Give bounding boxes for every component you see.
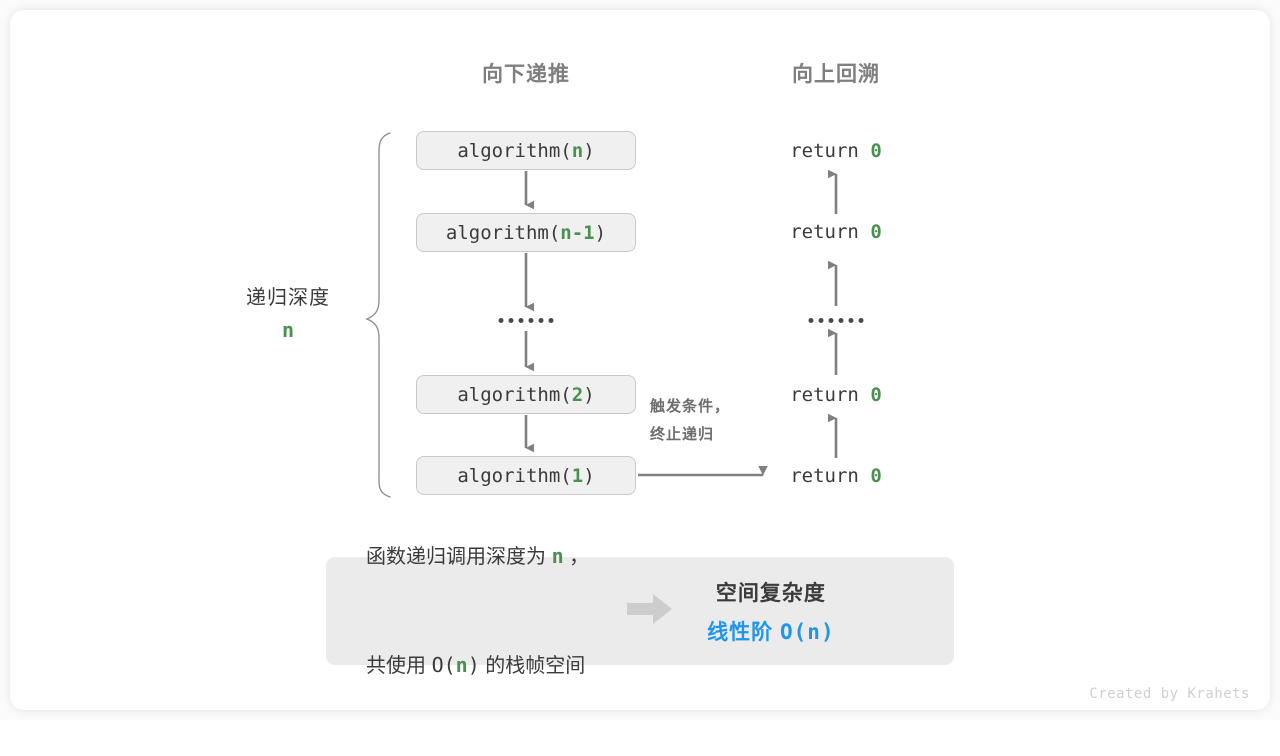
block-arrow-right-icon bbox=[627, 593, 673, 630]
summary-line1-suffix: ， bbox=[563, 546, 590, 568]
call-box-n-arg: n bbox=[571, 139, 584, 162]
return-value-4: 0 bbox=[870, 465, 882, 487]
call-box-n-minus-1: algorithm(n-1) bbox=[416, 213, 636, 252]
call-box-1-arg: 1 bbox=[571, 464, 584, 487]
call-box-2-close: ) bbox=[583, 383, 595, 406]
summary-description-line2: 共使用 O(n) 的栈帧空间 bbox=[366, 647, 589, 684]
return-value-1: 0 bbox=[870, 140, 882, 162]
summary-line2-variable: n bbox=[455, 653, 468, 677]
credit-text: Created by Krahets bbox=[1089, 686, 1250, 702]
return-keyword-4: return bbox=[790, 465, 871, 487]
summary-line2-suffix: 的栈帧空间 bbox=[479, 655, 586, 677]
return-value-2: 0 bbox=[870, 221, 882, 243]
call-box-n-minus-1-name: algorithm( bbox=[445, 221, 561, 244]
call-box-2-arg: 2 bbox=[571, 383, 584, 406]
call-box-n-close: ) bbox=[583, 139, 595, 162]
summary-description: 函数递归调用深度为 n ， 共使用 O(n) 的栈帧空间 bbox=[366, 466, 589, 756]
column-header-return-up: 向上回溯 bbox=[792, 63, 880, 86]
termination-condition-line1: 触发条件， bbox=[650, 398, 731, 415]
return-label-1: return 0 bbox=[790, 140, 882, 162]
summary-line1-prefix: 函数递归调用深度为 bbox=[366, 546, 552, 568]
return-label-3: return 0 bbox=[790, 384, 882, 406]
recursion-depth-text: 递归深度 bbox=[246, 287, 330, 309]
ellipsis-dots-right bbox=[808, 318, 864, 323]
call-box-1-close: ) bbox=[583, 464, 595, 487]
column-header-recurse-down: 向下递推 bbox=[482, 63, 570, 86]
summary-line1-variable: n bbox=[551, 544, 564, 568]
ellipsis-dots-left bbox=[498, 318, 554, 323]
termination-condition-line2: 终止递归 bbox=[650, 426, 715, 443]
return-label-2: return 0 bbox=[790, 221, 882, 243]
call-box-n-name: algorithm( bbox=[457, 139, 572, 162]
call-box-2: algorithm(2) bbox=[416, 375, 636, 414]
call-box-n: algorithm(n) bbox=[416, 131, 636, 170]
summary-result: 空间复杂度 线性阶 O(n) bbox=[707, 577, 834, 646]
call-box-2-name: algorithm( bbox=[457, 383, 572, 406]
summary-line2-prefix: 共使用 bbox=[366, 655, 432, 677]
return-value-3: 0 bbox=[870, 384, 882, 406]
summary-description-line1: 函数递归调用深度为 n ， bbox=[366, 538, 589, 575]
summary-result-bigo: O(n) bbox=[780, 619, 835, 644]
return-keyword-3: return bbox=[790, 384, 871, 406]
call-box-1: algorithm(1) bbox=[416, 456, 636, 495]
recursion-depth-variable: n bbox=[281, 318, 295, 342]
summary-panel: 函数递归调用深度为 n ， 共使用 O(n) 的栈帧空间 空间复杂度 线性阶 O… bbox=[326, 544, 954, 677]
return-keyword-1: return bbox=[790, 140, 871, 162]
call-box-1-name: algorithm( bbox=[457, 464, 572, 487]
recursion-depth-label: 递归深度 n bbox=[246, 281, 330, 342]
call-box-n-minus-1-arg: n-1 bbox=[560, 221, 595, 244]
diagram-canvas: 向下递推 向上回溯 递归深度 n algorithm(n) algorithm(… bbox=[246, 63, 1250, 702]
summary-result-title: 空间复杂度 bbox=[715, 581, 826, 605]
termination-condition-note: 触发条件， 终止递归 bbox=[650, 393, 730, 449]
call-box-n-minus-1-close: ) bbox=[594, 221, 607, 244]
summary-line2-open: O( bbox=[431, 653, 456, 677]
return-label-4: return 0 bbox=[790, 465, 882, 487]
summary-line2-close: ) bbox=[467, 653, 480, 677]
summary-result-value: 线性阶 O(n) bbox=[707, 616, 834, 646]
return-keyword-2: return bbox=[790, 221, 871, 243]
summary-result-order: 线性阶 bbox=[707, 620, 781, 644]
